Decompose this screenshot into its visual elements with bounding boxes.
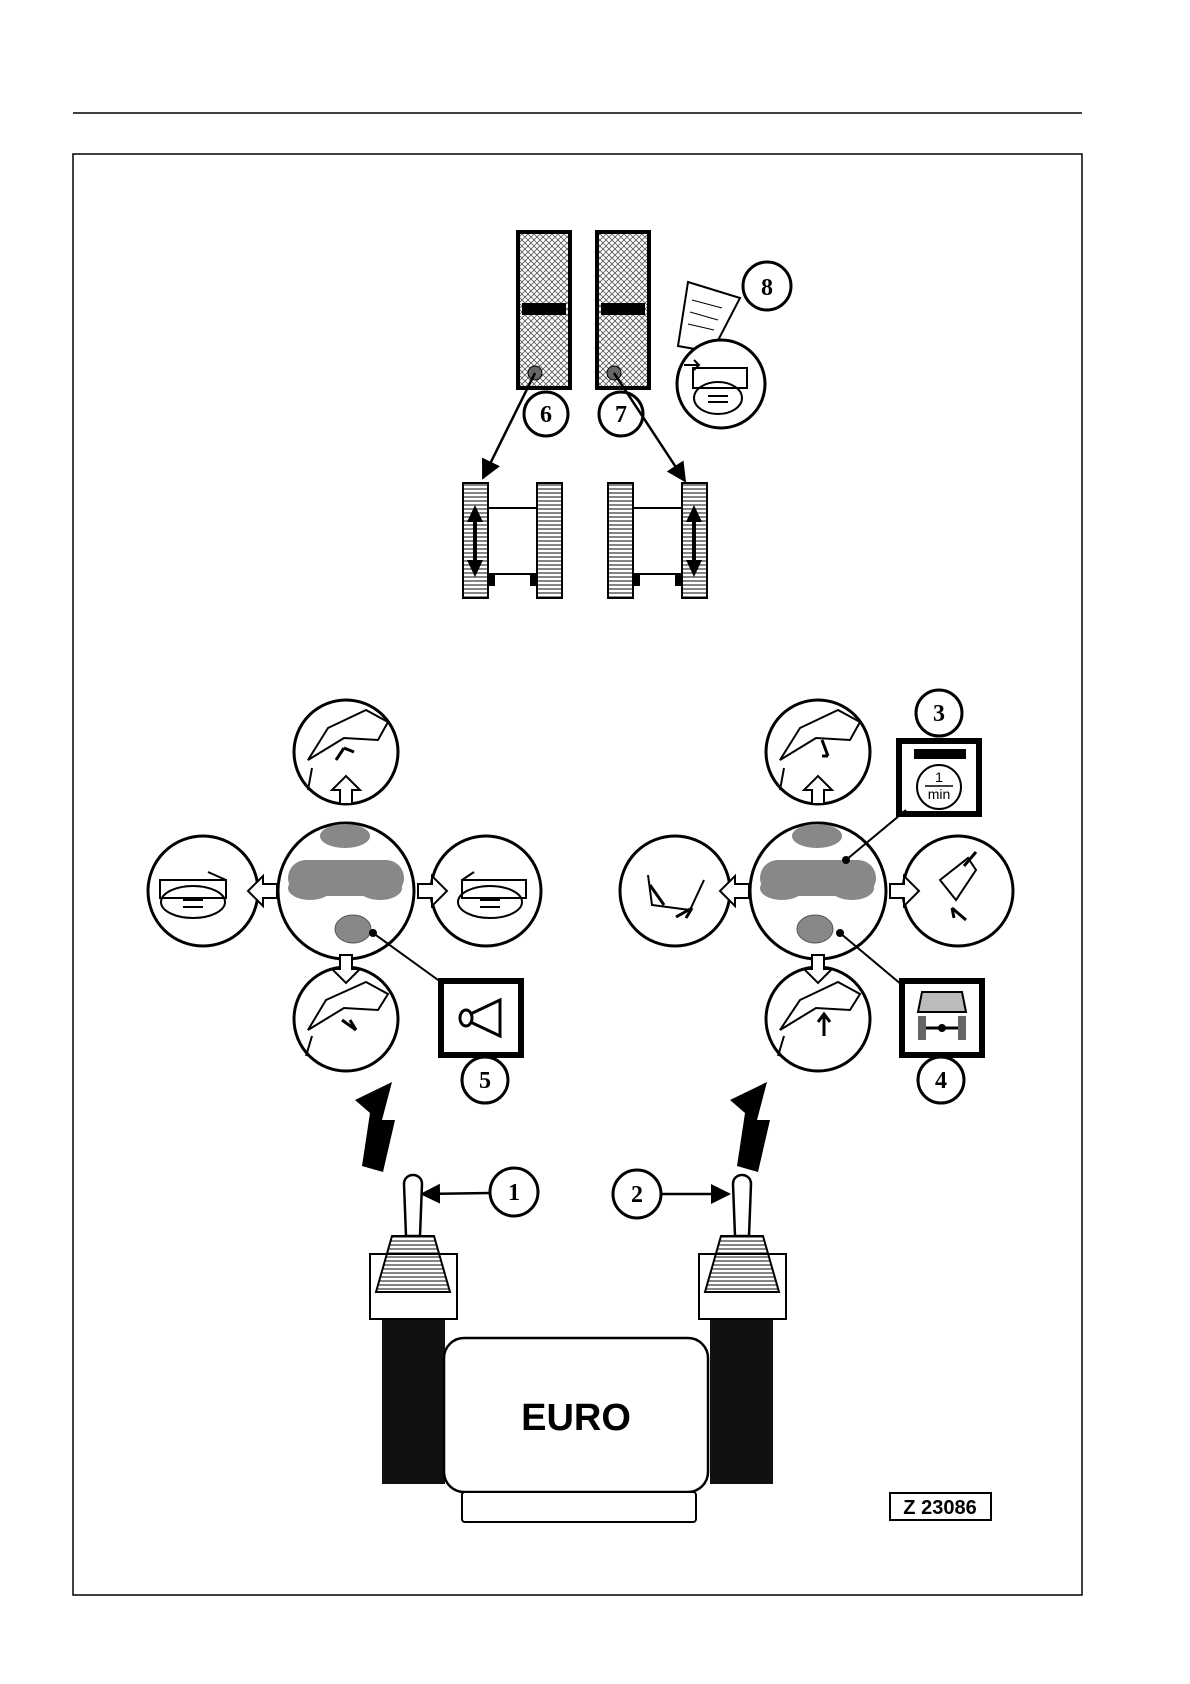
left-joystick-handle-icon [278,823,414,959]
swing-left-icon [148,836,258,946]
float-position-icon [902,981,982,1055]
travel-symbol-icon [677,340,765,428]
callout-7: 7 [599,392,643,436]
speed-denominator: min [928,786,951,802]
callout-1: 1 [490,1168,538,1216]
operator-seat: EURO [444,1338,708,1522]
callout-3: 3 [916,690,962,736]
callout-6-label: 6 [540,402,552,428]
leader-1 [422,1193,490,1194]
callout-5-label: 5 [479,1068,491,1094]
travel-pedal-left [518,232,570,388]
right-joystick-grip [699,1175,786,1319]
callout-6: 6 [524,392,568,436]
left-joystick-grip [370,1175,457,1319]
big-arrow-right [730,1082,770,1172]
callout-1-label: 1 [508,1180,520,1206]
big-arrow-left [355,1082,395,1172]
undercarriage-left-track-active [463,483,562,598]
figure-reference: Z 23086 [890,1493,991,1520]
engine-speed-icon: 1 min [899,741,979,814]
travel-pedal-right [597,232,649,388]
callout-7-label: 7 [615,402,627,428]
speed-numerator: 1 [935,769,943,785]
seat-label: EURO [521,1397,631,1439]
left-armrest [382,1320,445,1484]
callout-5: 5 [462,1057,508,1103]
leader-5 [373,933,445,985]
callout-8-label: 8 [761,275,773,301]
callout-4-label: 4 [935,1068,947,1094]
callout-2: 2 [613,1170,661,1218]
bucket-curl-icon [620,836,730,946]
callout-8: 8 [743,262,791,310]
right-armrest [710,1320,773,1484]
undercarriage-right-track-active [608,483,707,598]
callout-4: 4 [918,1057,964,1103]
horn-icon [441,981,521,1055]
callout-2-label: 2 [631,1182,643,1208]
figure-reference-label: Z 23086 [903,1497,976,1519]
callout-3-label: 3 [933,701,945,727]
